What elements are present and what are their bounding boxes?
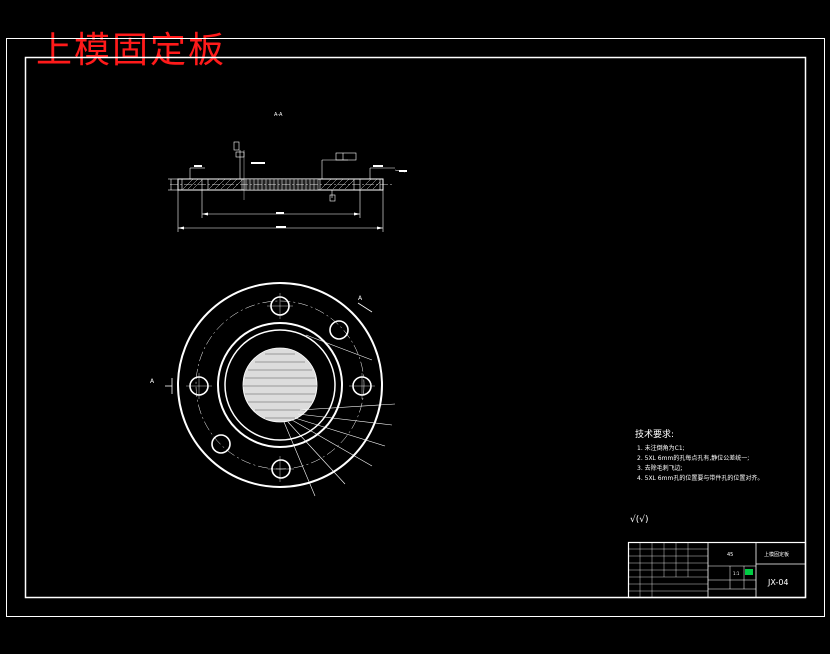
center-marks <box>186 293 375 482</box>
title-block-part-name: 上模固定板 <box>764 551 789 558</box>
title-block <box>627 541 807 599</box>
dimension-text-blocks <box>194 162 407 228</box>
tech-item-3: 3. 去除毛刺飞边; <box>637 464 683 472</box>
pin-hole-texture <box>243 353 317 419</box>
section-hatching <box>182 178 381 190</box>
section-view: A-A <box>168 112 407 232</box>
dimension-arrows <box>178 212 383 230</box>
plan-view <box>165 282 396 497</box>
surface-roughness-symbol: √(√) <box>630 514 649 525</box>
section-marker-left: A <box>150 378 155 385</box>
leader-lines <box>283 334 396 497</box>
outer-frame <box>6 38 825 617</box>
title-block-material: 45 <box>727 552 733 558</box>
title-block-scale: 1:1 <box>733 571 740 576</box>
tech-item-1: 1. 未注倒角为C1; <box>637 444 685 452</box>
dimension-lines <box>168 150 406 232</box>
tech-heading: 技术要求: <box>635 428 674 440</box>
boss-outer-circle <box>217 322 343 448</box>
tech-requirements: 技术要求: 1. 未注倒角为C1; 2. 5XL 6mm的孔每点孔有,静位公差统… <box>635 428 763 482</box>
tech-item-2: 2. 5XL 6mm的孔每点孔有,静位公差统一; <box>637 454 749 462</box>
outer-circle <box>177 282 383 488</box>
section-label: A-A <box>274 112 283 118</box>
feature-control-frames <box>233 141 357 202</box>
section-cut-marks <box>165 302 373 394</box>
inner-border <box>24 56 807 599</box>
title-block-green-mark <box>745 569 753 575</box>
title-block-drawing-no: JX-04 <box>767 578 789 587</box>
tech-item-4: 4. 5XL 6mm孔的位置要与带件孔的位置对齐。 <box>637 474 763 482</box>
pin-hole-pattern <box>242 347 318 423</box>
section-marker-top: A <box>358 295 363 302</box>
boss-inner-circle <box>224 329 336 441</box>
